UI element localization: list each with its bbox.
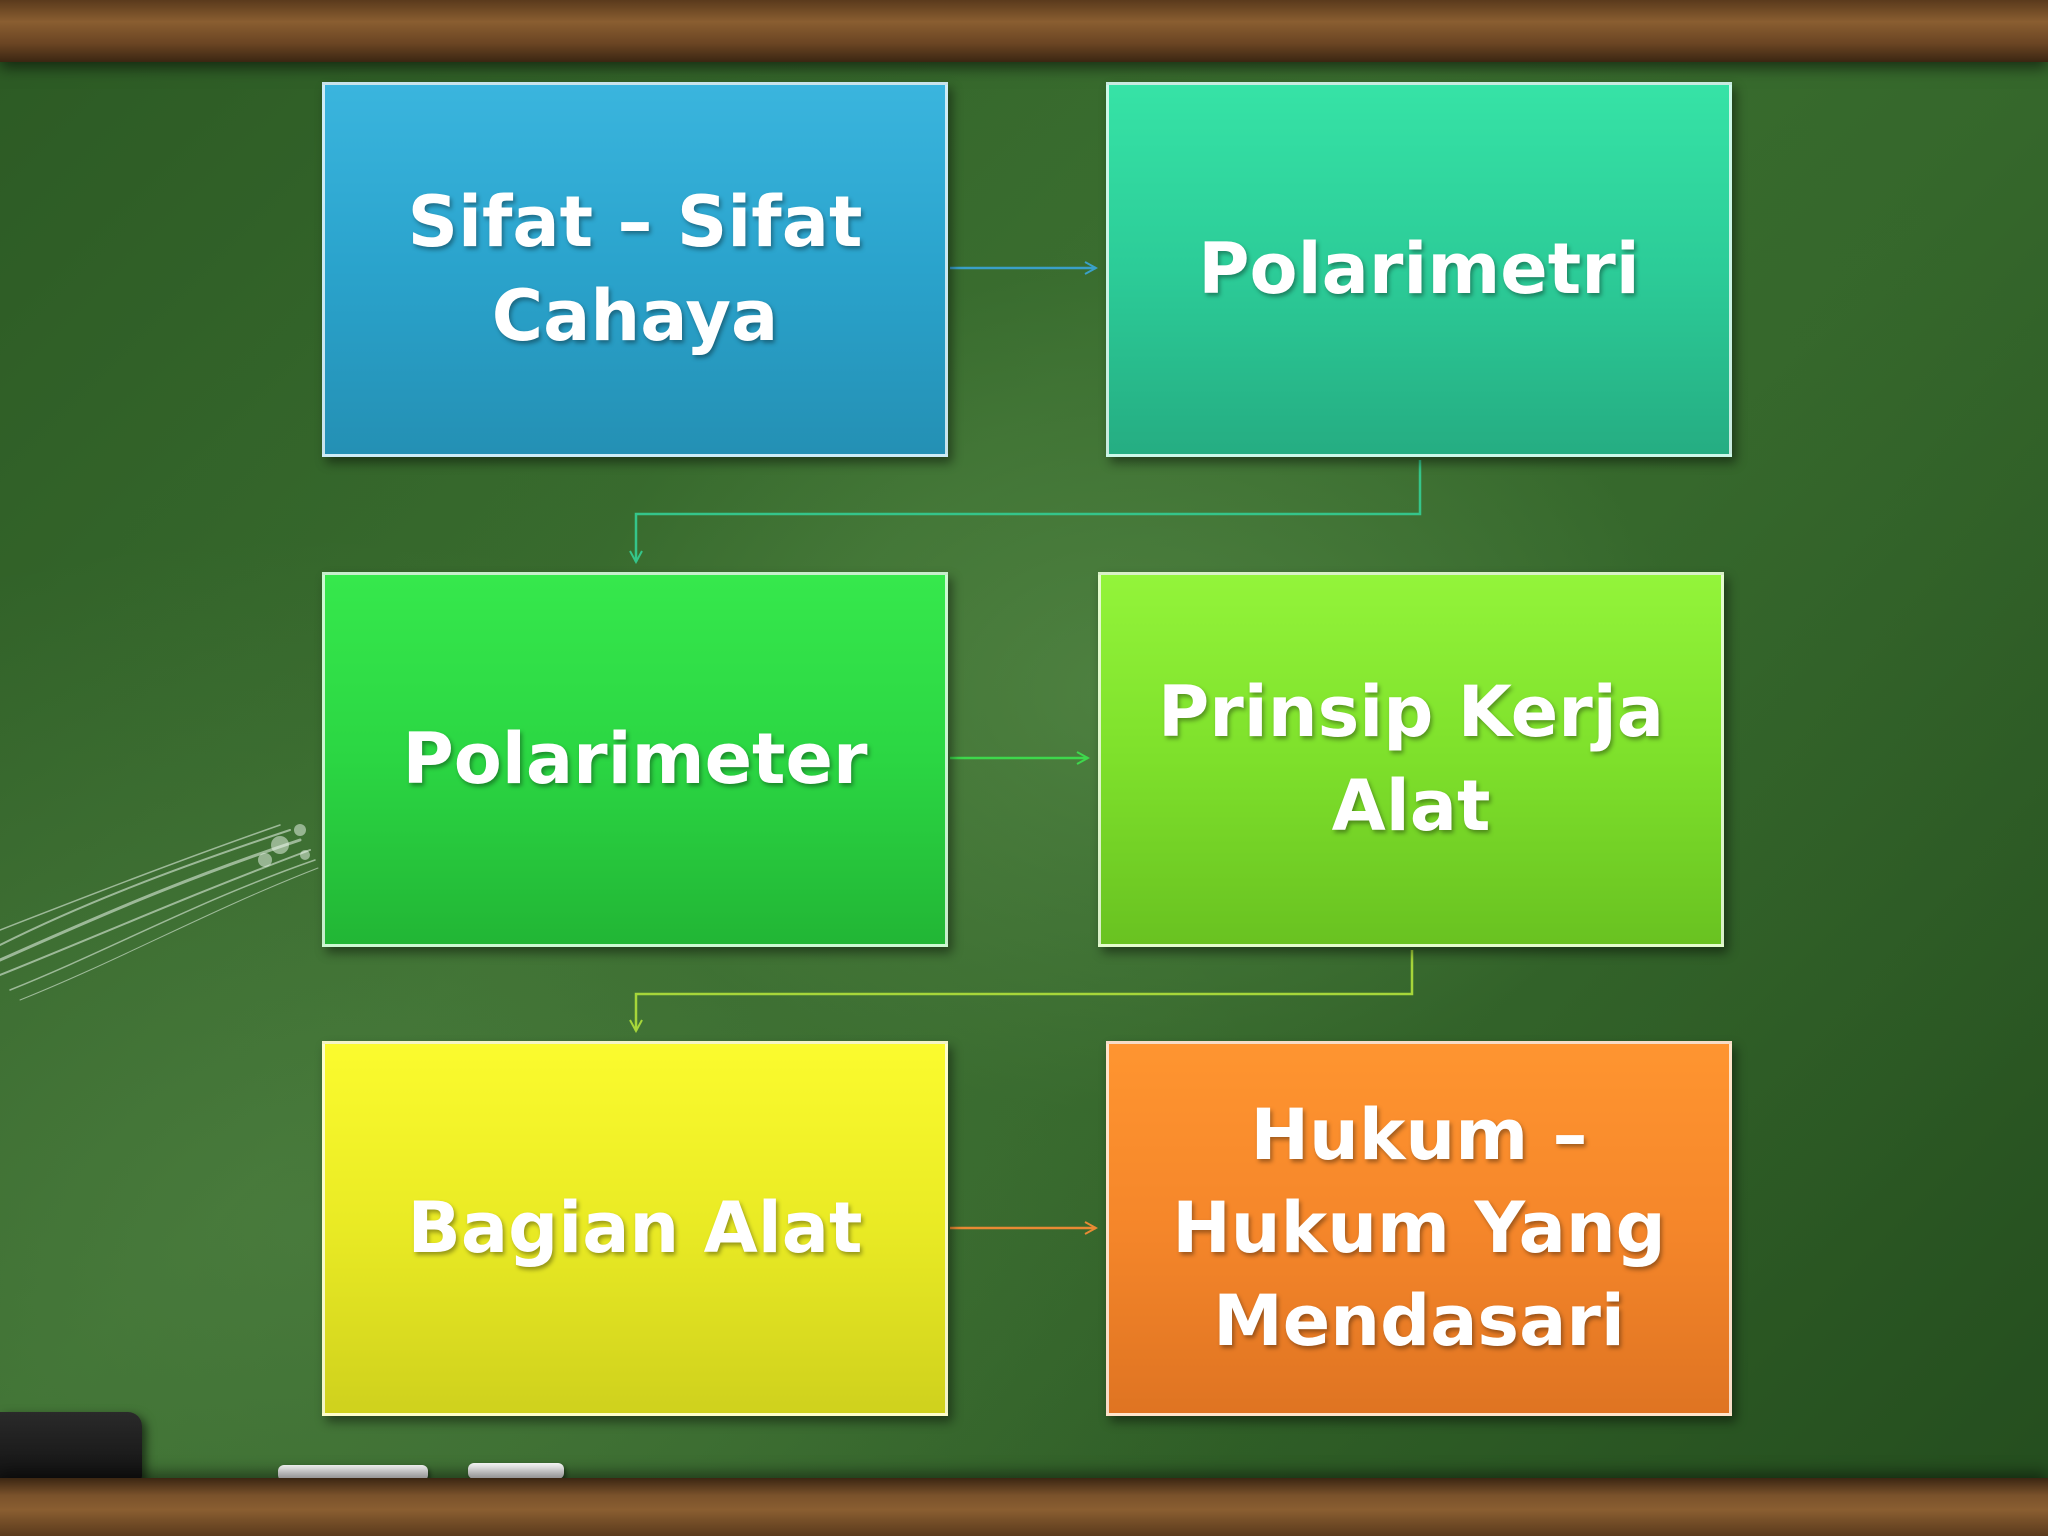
node-sifat-sifat-cahaya: Sifat – Sifat Cahaya — [322, 82, 948, 457]
chalkboard-frame-top — [0, 0, 2048, 62]
node-label-line: Prinsip Kerja — [1157, 671, 1665, 754]
node-label-line: Hukum Yang — [1172, 1186, 1666, 1269]
node-label-line: Sifat – Sifat — [407, 181, 863, 264]
node-polarimeter: Polarimeter — [322, 572, 948, 947]
node-label-line: Polarimeter — [402, 717, 868, 800]
chalk-icon — [468, 1463, 564, 1479]
node-label-line: Alat — [1331, 764, 1491, 847]
chalk-icon — [278, 1465, 428, 1481]
node-hukum-hukum-yang-mendasari: Hukum – Hukum Yang Mendasari — [1106, 1041, 1732, 1416]
node-label-line: Bagian Alat — [407, 1186, 863, 1269]
node-label-line: Polarimetri — [1198, 227, 1640, 310]
chalkboard-frame-bottom — [0, 1478, 2048, 1536]
node-label-line: Mendasari — [1213, 1280, 1625, 1363]
node-prinsip-kerja-alat: Prinsip Kerja Alat — [1098, 572, 1724, 947]
node-bagian-alat: Bagian Alat — [322, 1041, 948, 1416]
eraser-icon — [0, 1412, 142, 1482]
node-polarimetri: Polarimetri — [1106, 82, 1732, 457]
node-label-line: Cahaya — [491, 274, 779, 357]
node-label-line: Hukum – — [1250, 1093, 1588, 1176]
